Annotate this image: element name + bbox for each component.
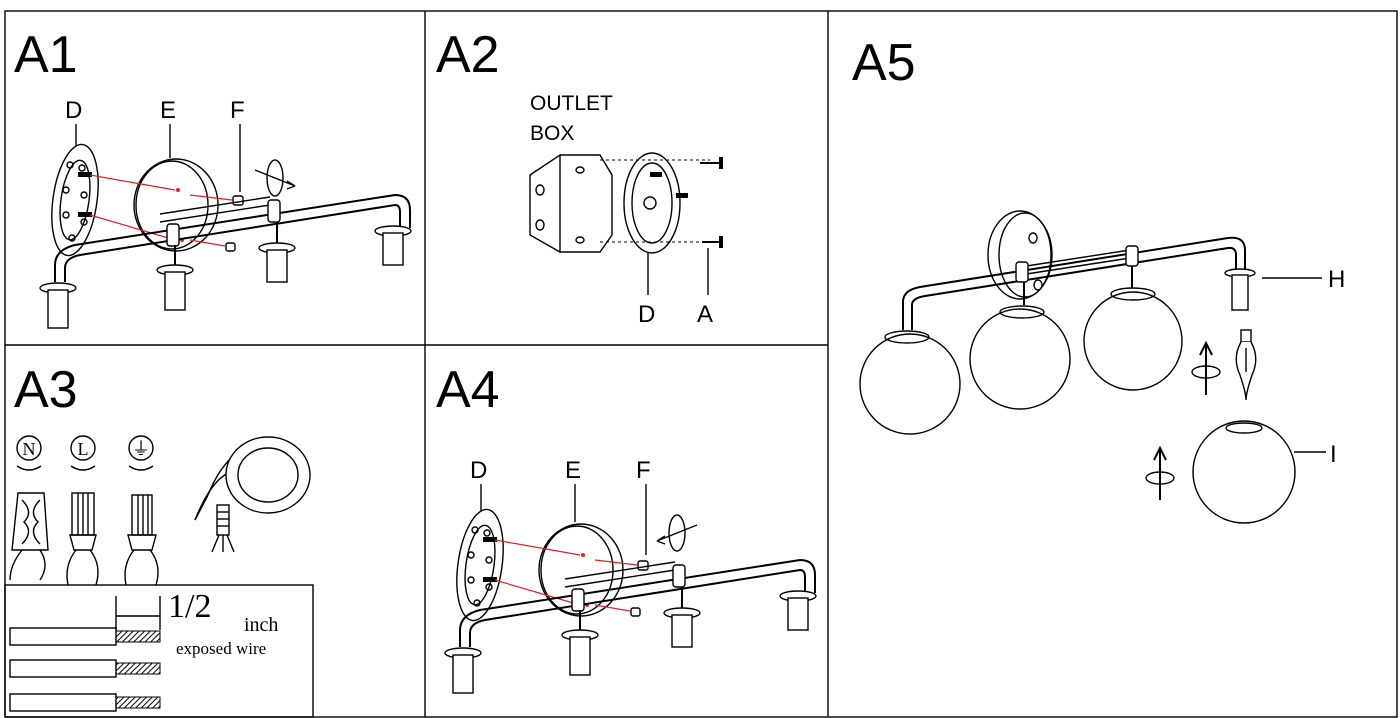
- box-label: BOX: [530, 122, 574, 145]
- label-h: H: [1328, 266, 1345, 293]
- screw-a: [700, 157, 723, 248]
- mounting-plate-d: [623, 152, 688, 254]
- glass-shade-i: [1192, 420, 1296, 524]
- outlet-box: [529, 153, 613, 254]
- svg-text:L: L: [78, 439, 89, 459]
- panel-title: A2: [436, 26, 500, 84]
- panel-a1: A1 D E F: [14, 26, 412, 329]
- live-symbol-icon: L: [70, 435, 96, 471]
- label-d: D: [65, 97, 82, 124]
- panel-a5: A5 H: [852, 34, 1345, 524]
- label-i: I: [1330, 441, 1337, 468]
- svg-text:N: N: [23, 439, 36, 459]
- glass-globe: [859, 287, 1183, 435]
- candelabra-bulb-icon: [1235, 329, 1257, 401]
- fraction-label: 1/2: [168, 588, 211, 625]
- fixture-assembly: [39, 140, 412, 329]
- panel-grid: [4, 10, 1398, 718]
- label-d: D: [470, 457, 487, 484]
- ground-symbol-icon: ⏚: [128, 435, 154, 471]
- panel-a2: A2 OUTLET BOX D: [436, 26, 723, 328]
- panel-title: A1: [14, 26, 78, 84]
- inch-label: inch: [244, 614, 278, 636]
- label-f: F: [230, 97, 245, 124]
- rotate-up-arrow-icon: [1145, 445, 1175, 500]
- neutral-symbol-icon: N: [16, 435, 42, 471]
- label-d: D: [638, 301, 655, 328]
- outlet-label: OUTLET: [530, 92, 613, 115]
- panel-title: A5: [852, 34, 916, 92]
- socket-h: [1224, 268, 1256, 311]
- electrical-tape-icon: [194, 436, 311, 553]
- panel-a4: A4 D E F: [436, 361, 817, 694]
- panel-title: A4: [436, 361, 500, 419]
- panel-title: A3: [14, 361, 78, 419]
- fixture-assembly: [444, 505, 817, 694]
- panel-a3: A3 N L ⏚: [4, 361, 314, 718]
- rotate-arrow-icon: [656, 514, 698, 552]
- label-f: F: [636, 457, 651, 484]
- svg-text:⏚: ⏚: [132, 439, 150, 459]
- label-e: E: [160, 97, 176, 124]
- rotate-up-arrow-icon: [1191, 340, 1221, 395]
- exposed-wire-label: exposed wire: [176, 639, 266, 658]
- label-e: E: [565, 457, 581, 484]
- label-a: A: [697, 301, 713, 328]
- wire-nut-icon: [9, 492, 159, 586]
- rotate-arrow-icon: [254, 159, 296, 197]
- canopy: [987, 210, 1053, 300]
- wire-strip-guide: 1/2 inch exposed wire: [4, 584, 314, 718]
